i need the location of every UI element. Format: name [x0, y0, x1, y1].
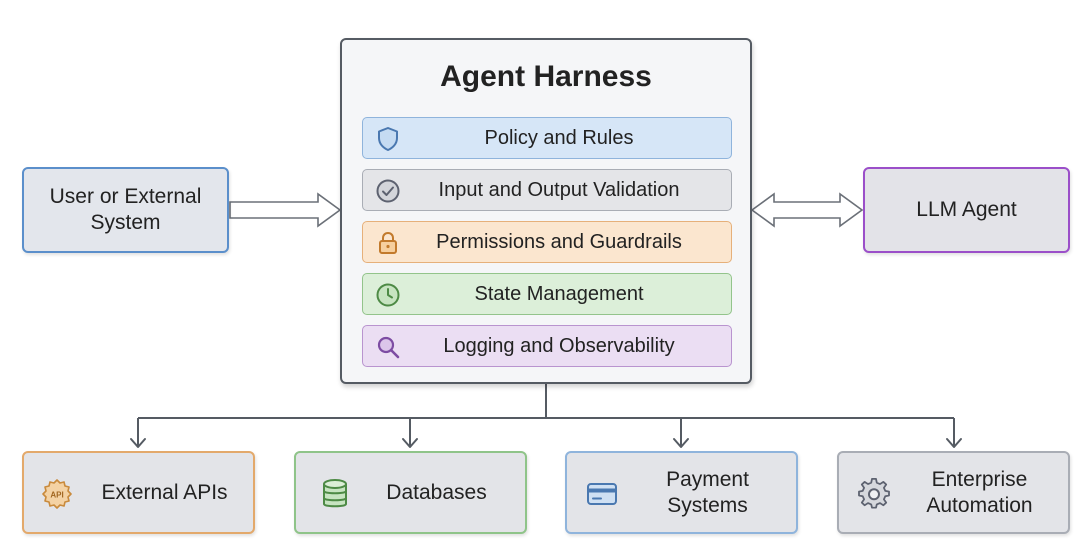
integration-label: Enterprise Automation [926, 467, 1033, 517]
layer-label: Logging and Observability [443, 334, 675, 357]
integration-connectors [137, 384, 955, 446]
layer-input-output-validation: Input and Output Validation [362, 169, 732, 211]
database-icon [323, 479, 347, 508]
layer-logging-observability: Logging and Observability [362, 325, 732, 367]
layer-policy-and-rules: Policy and Rules [362, 117, 732, 159]
credit-card-icon [587, 483, 617, 505]
integration-enterprise-automation: Enterprise Automation [837, 451, 1070, 534]
harness-llm-bidirectional-arrow [750, 192, 864, 228]
gear-icon [858, 478, 890, 509]
arrowhead-external-apis [130, 438, 146, 448]
llm-agent-node: LLM Agent [863, 167, 1070, 253]
layer-label: Input and Output Validation [438, 178, 680, 201]
layer-state-management: State Management [362, 273, 732, 315]
integration-arrowheads [130, 438, 962, 448]
layer-label: Permissions and Guardrails [436, 230, 682, 253]
arrowhead-payment-systems [673, 438, 689, 448]
magnifier-icon [377, 336, 400, 359]
clock-icon [376, 283, 400, 307]
integration-databases: Databases [294, 451, 527, 534]
layer-label: State Management [474, 282, 644, 305]
layer-label: Policy and Rules [484, 126, 634, 149]
integration-payment-systems: Payment Systems [565, 451, 798, 534]
integration-label: Payment Systems [666, 467, 749, 517]
agent-harness-container: Agent Harness Policy and Rules Input and… [340, 38, 752, 384]
user-to-harness-arrow [229, 192, 342, 228]
api-gear-icon: API [42, 479, 72, 509]
svg-text:API: API [50, 491, 63, 500]
integration-external-apis: API External APIs [22, 451, 255, 534]
arrowhead-databases [402, 438, 418, 448]
lock-icon [379, 231, 397, 254]
arrowhead-enterprise-automation [946, 438, 962, 448]
agent-harness-title: Agent Harness [440, 60, 652, 93]
integration-label: External APIs [101, 480, 228, 504]
check-circle-icon [376, 179, 400, 203]
user-external-system-node: User or External System [22, 167, 229, 253]
llm-agent-label: LLM Agent [916, 198, 1017, 221]
user-external-system-label: User or External System [49, 185, 202, 234]
layer-permissions-guardrails: Permissions and Guardrails [362, 221, 732, 263]
integration-label: Databases [386, 480, 487, 504]
shield-icon [378, 127, 398, 151]
